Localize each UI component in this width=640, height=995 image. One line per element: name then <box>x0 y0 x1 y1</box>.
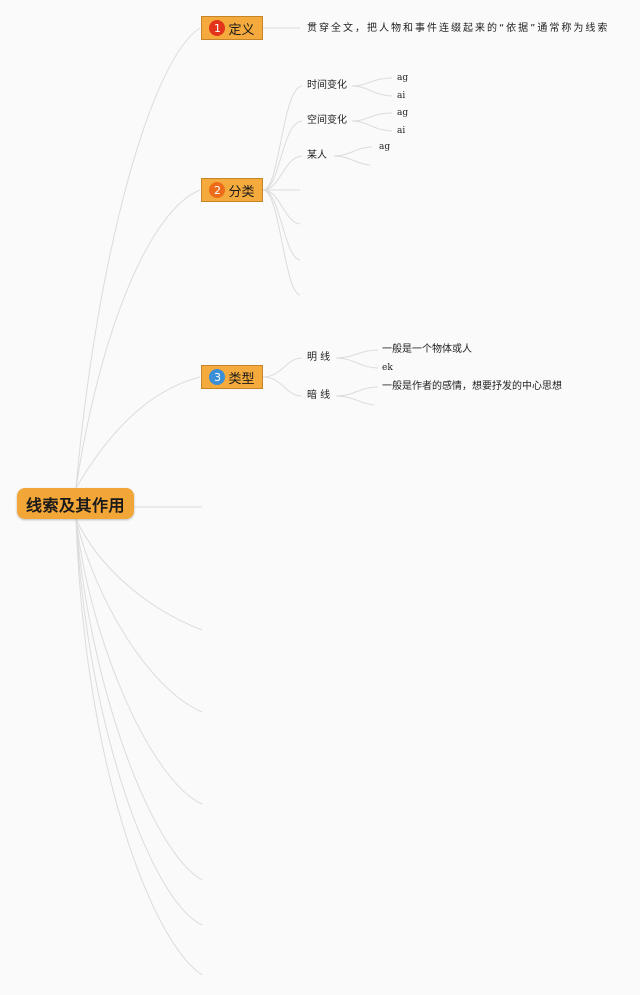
link-root-classification <box>75 189 201 489</box>
root-node-label: 线索及其作用 <box>25 495 125 515</box>
branch-classification-label: 分类 <box>228 184 255 200</box>
number-badge-2: 2 <box>209 182 226 198</box>
node-time-change[interactable]: 时间变化 <box>307 80 347 91</box>
branch-classification[interactable]: 2 分类 <box>201 178 263 202</box>
root-node[interactable]: 线索及其作用 <box>17 488 134 519</box>
link-root-empty-6 <box>75 518 203 926</box>
leaf-time-ag[interactable]: ag <box>397 73 409 83</box>
link-types-explicit <box>262 357 303 378</box>
definition-text[interactable]: 贯穿全文，把人物和事件连缀起来的“依据”通常称为线索 <box>307 23 610 34</box>
link-root-empty-4 <box>75 518 203 805</box>
link-types-implicit <box>262 376 303 397</box>
leaf-space-ai[interactable]: ai <box>397 126 406 136</box>
link-implicit-empty <box>335 395 375 406</box>
leaf-time-ai[interactable]: ai <box>397 91 406 101</box>
link-class-empty-4 <box>262 189 301 296</box>
link-class-space <box>262 120 303 191</box>
number-badge-3: 3 <box>209 369 226 385</box>
link-class-empty-3 <box>262 189 301 261</box>
leaf-space-ag[interactable]: ag <box>397 108 409 118</box>
link-root-empty-5 <box>75 518 203 881</box>
node-implicit-line[interactable]: 暗 线 <box>307 390 331 401</box>
link-space-ag <box>351 112 393 122</box>
node-person[interactable]: 某人 <box>307 150 327 161</box>
branch-definition[interactable]: 1 定义 <box>201 16 263 40</box>
branch-types-label: 类型 <box>228 371 255 387</box>
link-person-empty <box>333 155 371 166</box>
leaf-person-ag[interactable]: ag <box>379 142 391 152</box>
link-time-ai <box>351 85 393 97</box>
leaf-explicit-desc[interactable]: 一般是一个物体或人 <box>382 344 472 355</box>
link-root-types <box>75 376 201 489</box>
link-explicit-desc <box>335 349 379 359</box>
branch-definition-label: 定义 <box>228 22 255 38</box>
leaf-explicit-ek[interactable]: ek <box>382 363 393 373</box>
link-space-ai <box>351 120 393 132</box>
link-explicit-ek <box>335 357 379 369</box>
leaf-implicit-desc[interactable]: 一般是作者的感情，想要抒发的中心思想 <box>382 381 562 392</box>
link-time-ag <box>351 77 393 87</box>
link-person-ag <box>333 146 373 157</box>
link-root-empty-3 <box>75 518 203 713</box>
link-implicit-desc <box>335 386 379 397</box>
node-explicit-line[interactable]: 明 线 <box>307 352 331 363</box>
link-class-time <box>262 85 303 191</box>
link-root-empty-2 <box>75 518 203 631</box>
number-badge-1: 1 <box>209 20 226 36</box>
branch-types[interactable]: 3 类型 <box>201 365 263 389</box>
link-root-empty-7 <box>75 518 203 976</box>
link-root-definition <box>75 27 201 489</box>
node-space-change[interactable]: 空间变化 <box>307 115 347 126</box>
link-class-empty-2 <box>262 189 301 225</box>
link-class-person <box>262 155 303 191</box>
